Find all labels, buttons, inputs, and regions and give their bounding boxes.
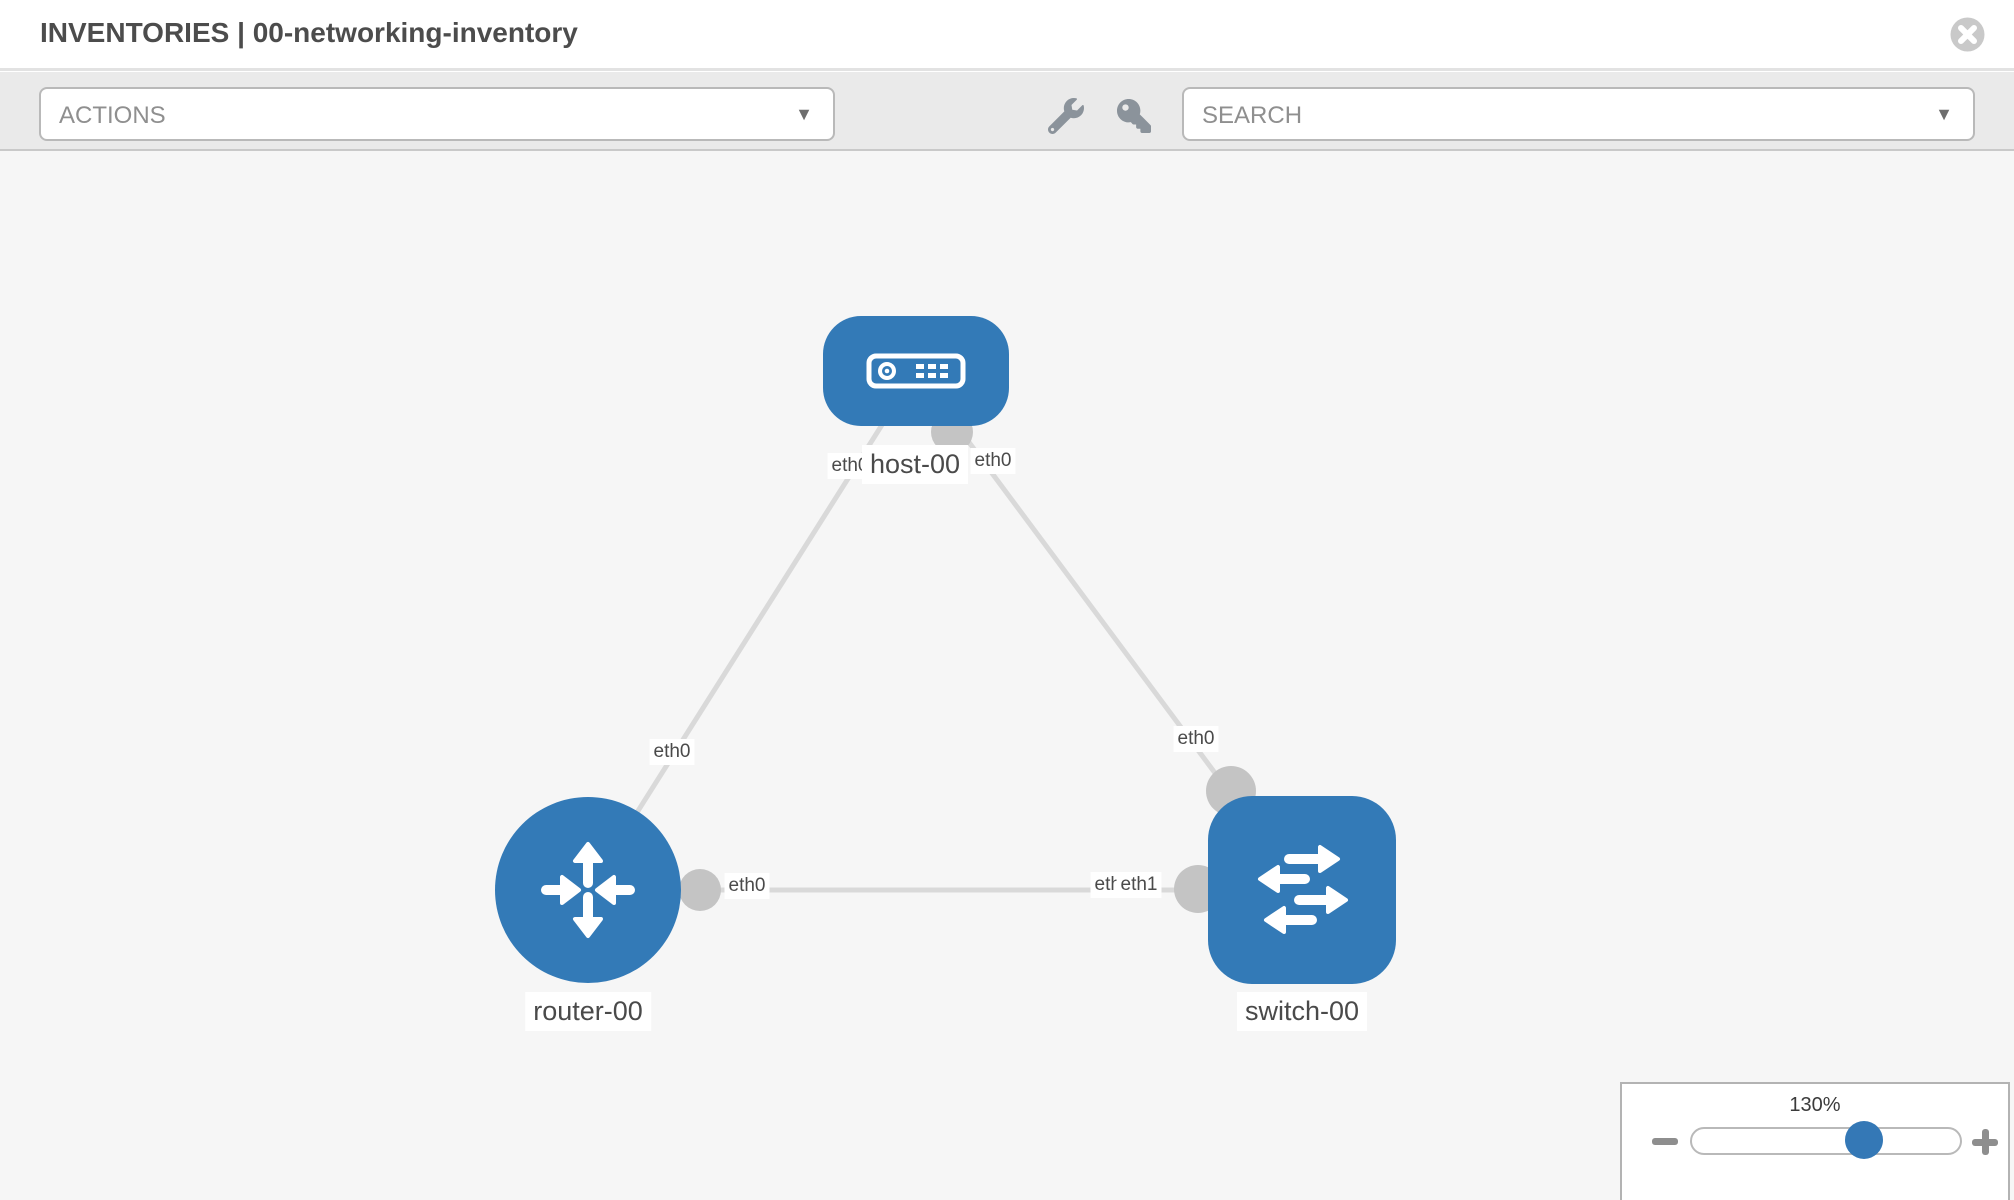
topology-canvas[interactable]: host-00 router-00 switch-00 eth0 eth0 et… xyxy=(0,151,2014,1200)
zoom-level-value: 130% xyxy=(1789,1094,1841,1116)
configure-button[interactable] xyxy=(1047,98,1085,136)
zoom-control-panel: 130% xyxy=(1620,1082,2010,1200)
actions-dropdown-label: ACTIONS xyxy=(59,102,166,129)
close-button[interactable] xyxy=(1949,16,1986,53)
node-host-00[interactable] xyxy=(823,316,1009,426)
close-icon xyxy=(1950,17,1985,52)
switch-icon xyxy=(1258,845,1348,934)
interface-label: eth0 xyxy=(970,448,1016,474)
interface-label: eth1 xyxy=(1116,872,1162,898)
zoom-in-button[interactable] xyxy=(1972,1129,1998,1155)
host-icon xyxy=(866,353,966,389)
search-dropdown[interactable]: SEARCH ▼ xyxy=(1182,87,1975,141)
zoom-slider-track[interactable] xyxy=(1690,1121,1962,1159)
chevron-down-icon: ▼ xyxy=(1935,104,1953,124)
topology-wires xyxy=(585,369,1305,913)
key-icon xyxy=(1117,98,1151,133)
search-dropdown-label: SEARCH xyxy=(1202,102,1303,129)
interface-label: eth0 xyxy=(649,739,695,765)
node-switch-00[interactable] xyxy=(1208,796,1396,984)
page-title: INVENTORIES | 00-networking-inventory xyxy=(40,17,578,48)
interface-label: eth0 xyxy=(1173,726,1219,752)
zoom-slider-thumb[interactable] xyxy=(1845,1121,1883,1159)
node-label-host: host-00 xyxy=(861,445,969,484)
toolbar: ACTIONS ▼ SEARCH ▼ xyxy=(0,72,2014,151)
chevron-down-icon: ▼ xyxy=(795,104,813,124)
router-icon xyxy=(541,842,635,938)
interface-connector-dot[interactable] xyxy=(679,869,721,911)
node-router-00[interactable] xyxy=(495,797,681,983)
node-label-switch: switch-00 xyxy=(1236,992,1368,1031)
header: INVENTORIES | 00-networking-inventory xyxy=(0,0,2014,71)
node-label-router: router-00 xyxy=(525,992,651,1031)
interface-label: eth0 xyxy=(724,873,770,899)
actions-dropdown[interactable]: ACTIONS ▼ xyxy=(39,87,835,141)
credentials-button[interactable] xyxy=(1115,98,1153,136)
wrench-icon xyxy=(1047,98,1084,135)
zoom-out-button[interactable] xyxy=(1652,1138,1678,1145)
